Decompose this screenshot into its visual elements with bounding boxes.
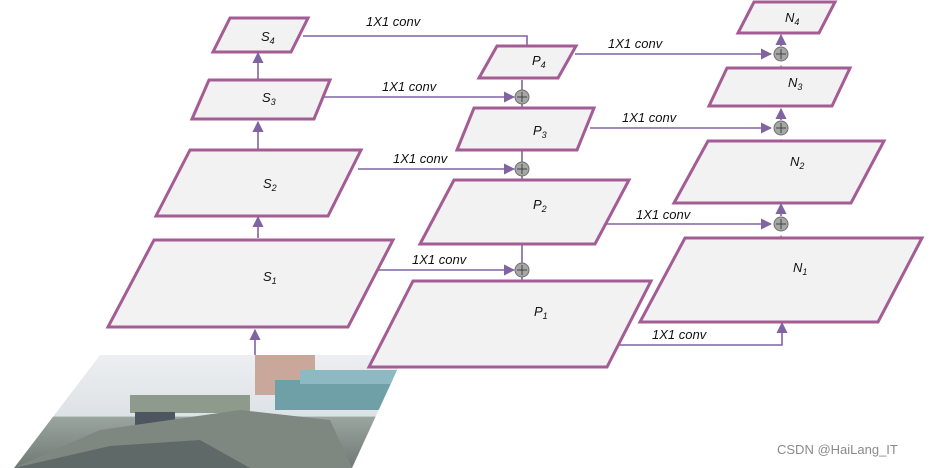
label-p2: P2 <box>533 197 547 214</box>
add-node-n2 <box>773 216 789 232</box>
add-nodes <box>514 46 789 278</box>
label-n3: N3 <box>788 75 802 92</box>
connections <box>249 33 788 355</box>
watermark: CSDN @HaiLang_IT <box>777 442 898 457</box>
label-n4: N4 <box>785 10 799 27</box>
conv-label-s4-p4: 1X1 conv <box>366 14 422 29</box>
plane-n2 <box>671 139 887 205</box>
label-p1: P1 <box>534 304 548 321</box>
label-p3: P3 <box>533 123 547 140</box>
plane-p4 <box>476 44 579 80</box>
plane-s2 <box>153 148 364 218</box>
conv-label-s3-p3: 1X1 conv <box>382 79 438 94</box>
add-node-n4 <box>773 46 789 62</box>
plane-p2 <box>417 178 632 246</box>
conv-label-p4-n4: 1X1 conv <box>608 36 664 51</box>
conv-label-s2-p2: 1X1 conv <box>393 151 449 166</box>
label-s1: S1 <box>263 269 277 286</box>
plane-p1 <box>366 279 654 369</box>
add-node-p2 <box>514 161 530 177</box>
street-scene-image <box>14 355 404 468</box>
plane-n4 <box>735 0 838 35</box>
plane-s3 <box>189 78 333 121</box>
add-node-p1 <box>514 262 530 278</box>
label-n1: N1 <box>793 260 807 277</box>
label-n2: N2 <box>790 154 804 171</box>
conv-label-p1-n1: 1X1 conv <box>652 327 708 342</box>
conv-label-p3-n3: 1X1 conv <box>622 110 678 125</box>
add-node-p3 <box>514 89 530 105</box>
conv-label-p2-n2: 1X1 conv <box>636 207 692 222</box>
add-node-n3 <box>773 120 789 136</box>
label-s4: S4 <box>261 29 275 46</box>
plane-n1 <box>637 236 925 324</box>
label-p4: P4 <box>532 53 546 70</box>
conv-label-s1-p1: 1X1 conv <box>412 252 468 267</box>
label-s2: S2 <box>263 176 277 193</box>
plane-s4 <box>210 16 311 54</box>
label-s3: S3 <box>262 90 276 107</box>
plane-p3 <box>454 106 597 152</box>
plane-n3 <box>706 66 853 108</box>
plane-s1 <box>105 238 396 329</box>
arrow-p1-to-n1 <box>612 321 788 346</box>
